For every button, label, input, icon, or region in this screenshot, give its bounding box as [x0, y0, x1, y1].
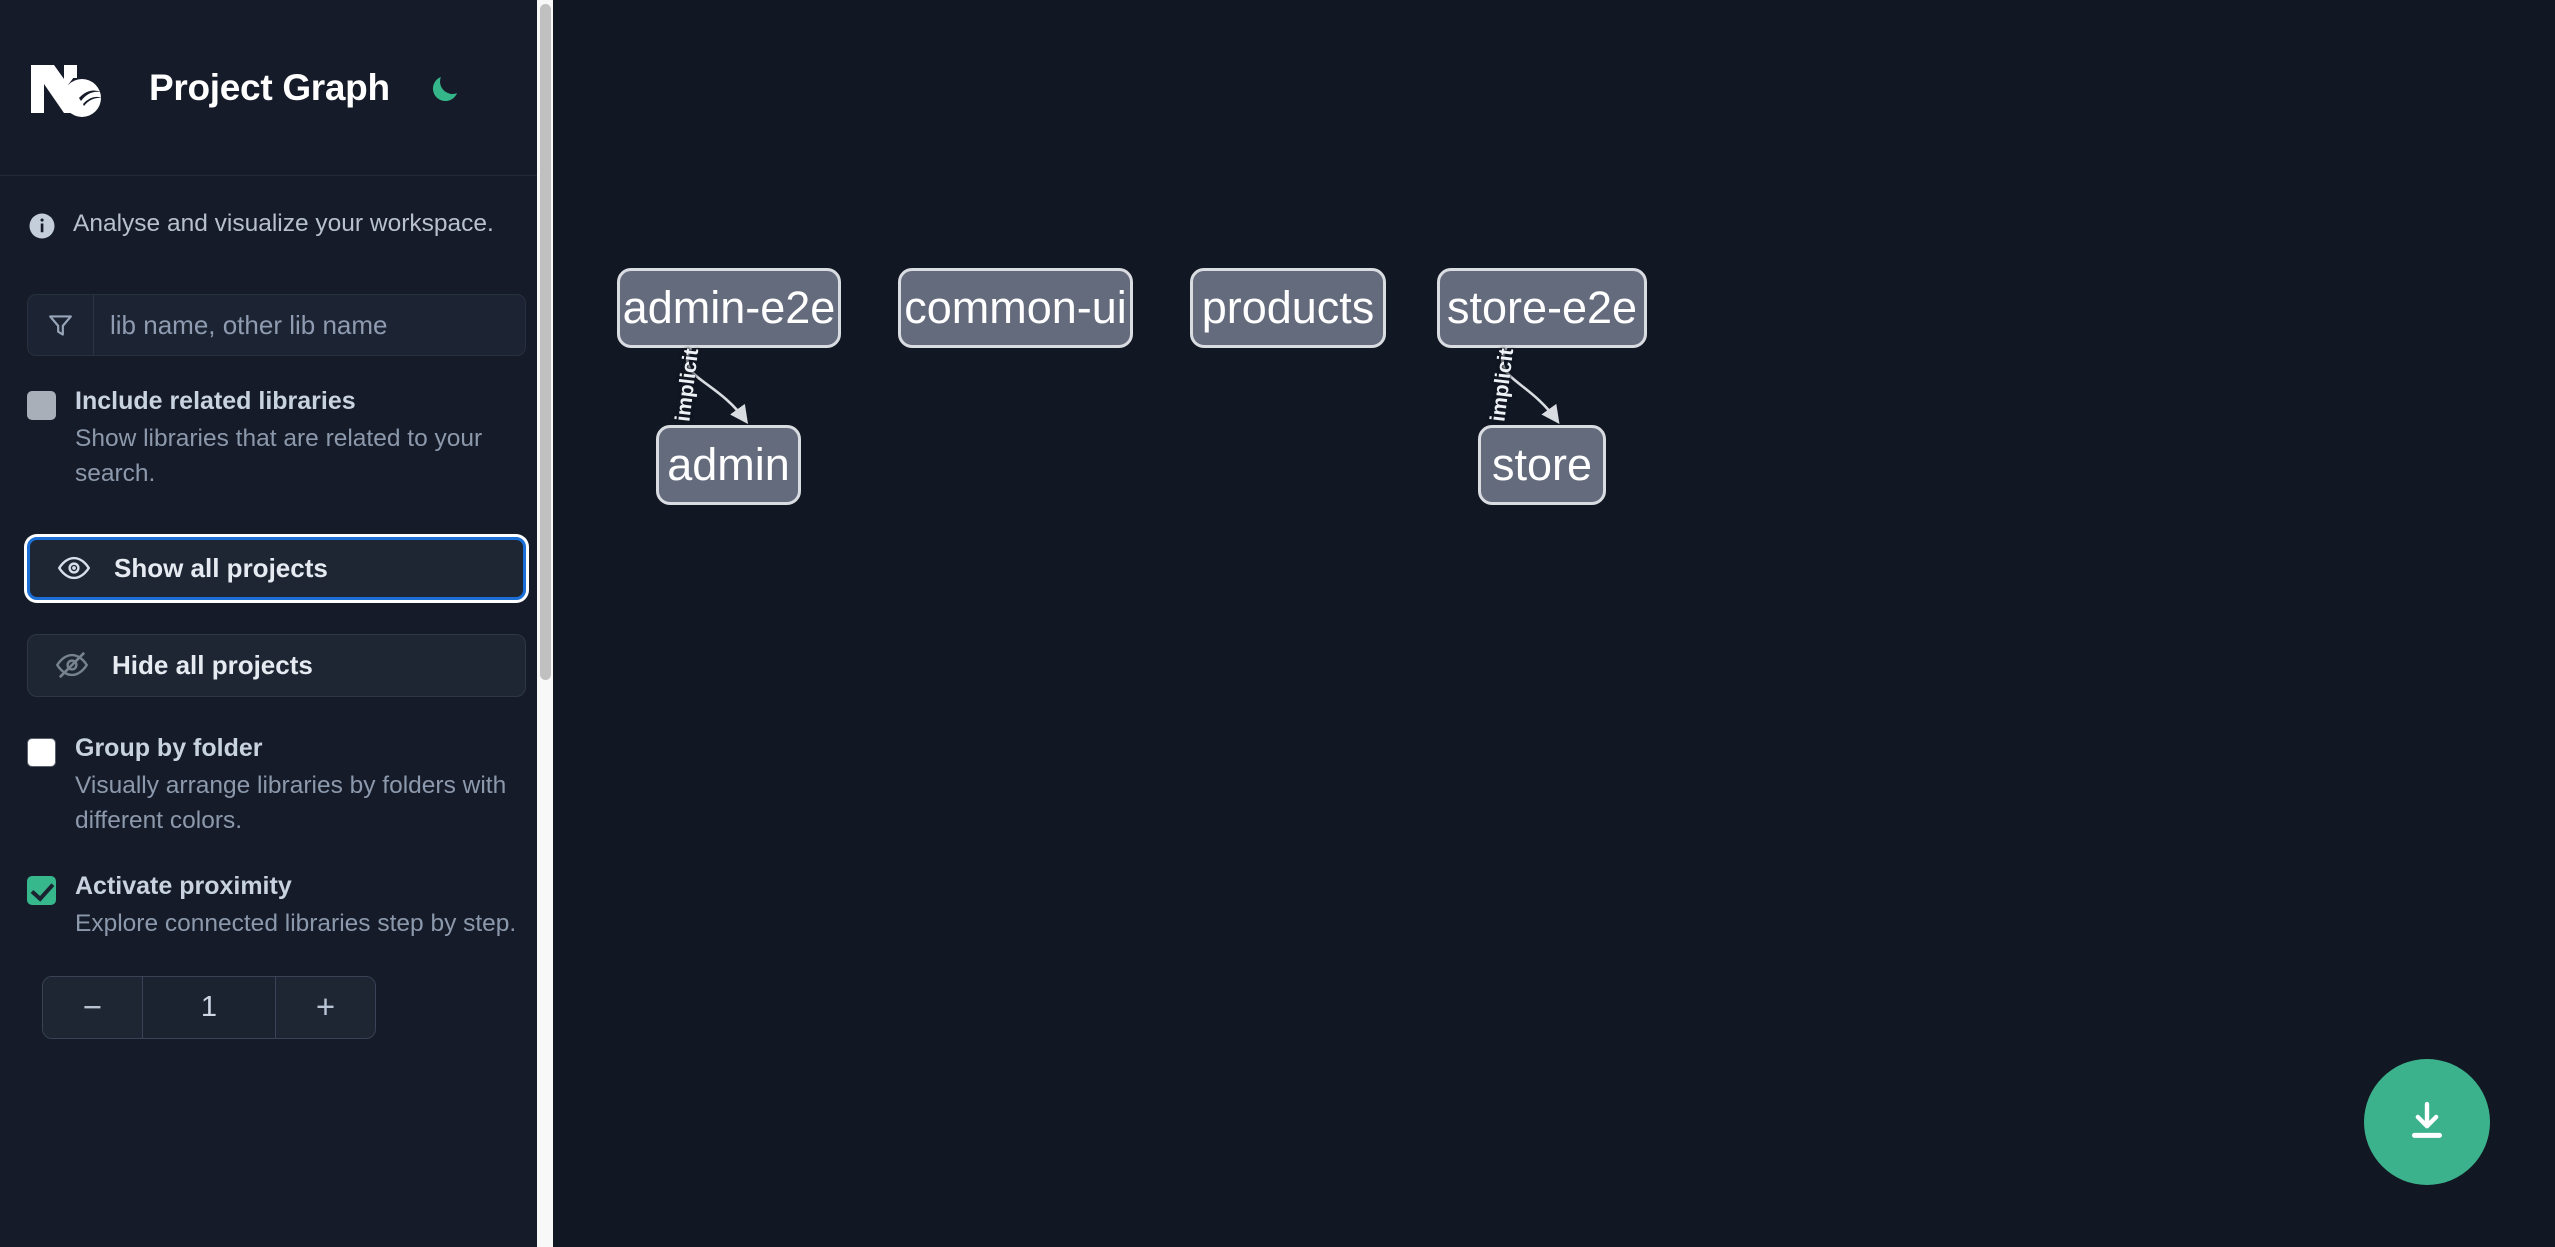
include-related-libraries-description: Show libraries that are related to your …	[75, 425, 483, 488]
theme-toggle-button[interactable]	[422, 65, 468, 111]
info-icon	[29, 213, 55, 239]
graph-node-label: store-e2e	[1446, 282, 1638, 333]
show-all-projects-button[interactable]: Show all projects	[27, 536, 526, 600]
graph-node-label: store	[1491, 439, 1593, 490]
graph-canvas[interactable]: admin-e2e common-ui products store-e2e admin…	[553, 0, 2555, 1247]
moon-icon	[432, 76, 457, 101]
workspace-description-text: Analyse and visualize your workspace.	[73, 210, 494, 237]
graph-node-label: products	[1201, 282, 1375, 333]
proximity-decrement-button[interactable]: −	[43, 976, 143, 1038]
graph-node-label: admin-e2e	[622, 282, 836, 333]
option-include-related-libraries[interactable]: Include related libraries Show libraries…	[0, 386, 553, 492]
graph-node-admin[interactable]: admin	[656, 425, 801, 505]
proximity-increment-button[interactable]: +	[275, 976, 375, 1038]
hide-all-projects-label: Hide all projects	[112, 649, 313, 680]
activate-proximity-description: Explore connected libraries step by step…	[75, 909, 517, 937]
include-related-libraries-label: Include related libraries	[75, 387, 356, 415]
page-title: Project Graph	[149, 66, 390, 108]
group-by-folder-checkbox[interactable]	[27, 737, 56, 767]
hide-all-projects-button[interactable]: Hide all projects	[27, 633, 526, 697]
download-graph-button[interactable]	[2364, 1059, 2490, 1185]
option-activate-proximity[interactable]: Activate proximity Explore connected lib…	[0, 871, 553, 942]
sidebar: Project Graph Analyse and visualize your…	[0, 0, 553, 1247]
eye-icon	[57, 557, 91, 580]
graph-node-label: admin	[667, 439, 790, 490]
eye-off-icon	[55, 652, 89, 679]
graph-node-common-ui[interactable]: common-ui	[898, 268, 1133, 348]
filter-funnel-icon	[49, 314, 72, 336]
nx-logo	[31, 64, 102, 117]
include-related-libraries-checkbox[interactable]	[27, 391, 56, 420]
proximity-value: 1	[143, 976, 275, 1038]
graph-node-products[interactable]: products	[1190, 268, 1386, 348]
show-all-projects-label: Show all projects	[114, 552, 328, 583]
activate-proximity-label: Activate proximity	[75, 871, 292, 900]
graph-edge-admin-e2e-to-admin	[686, 347, 749, 424]
graph-node-admin-e2e[interactable]: admin-e2e	[617, 268, 841, 348]
workspace-description: Analyse and visualize your workspace.	[0, 176, 553, 241]
filter-funnel-icon-box	[28, 295, 94, 355]
search-input[interactable]	[94, 295, 525, 355]
graph-edge-store-e2e-to-store	[1501, 347, 1560, 424]
graph-node-label: common-ui	[904, 282, 1127, 333]
graph-node-store-e2e[interactable]: store-e2e	[1437, 268, 1647, 348]
sidebar-header: Project Graph	[0, 0, 553, 176]
group-by-folder-description: Visually arrange libraries by folders wi…	[75, 772, 507, 834]
group-by-folder-label: Group by folder	[75, 733, 263, 762]
download-icon	[2412, 1101, 2442, 1138]
graph-edges	[686, 347, 1560, 424]
activate-proximity-checkbox[interactable]	[27, 875, 56, 905]
sidebar-scrollbar-track[interactable]	[537, 0, 553, 1247]
search-field[interactable]	[27, 294, 526, 356]
option-group-by-folder[interactable]: Group by folder Visually arrange librari…	[0, 733, 553, 839]
sidebar-scrollbar-thumb[interactable]	[540, 4, 551, 680]
proximity-stepper: − 1 +	[42, 975, 376, 1039]
graph-node-store[interactable]: store	[1478, 425, 1606, 505]
